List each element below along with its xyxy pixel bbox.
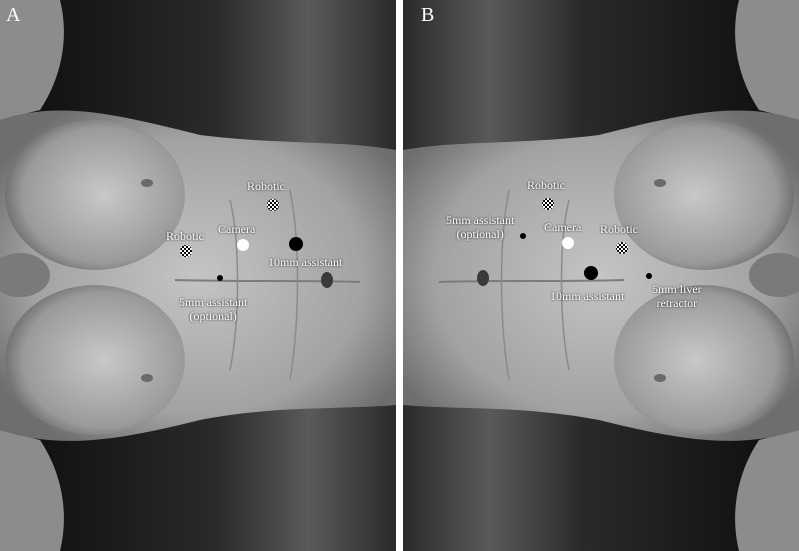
panel-divider bbox=[396, 0, 403, 551]
robotic-label: Robotic bbox=[247, 179, 285, 193]
assistant-5mm-port-icon bbox=[520, 233, 526, 239]
assistant-10mm-port-icon bbox=[584, 266, 598, 280]
panel-a: A Robotic Robotic Camera 10mm assistant … bbox=[0, 0, 396, 551]
robotic-port-icon bbox=[616, 242, 628, 254]
torso-illustration-a bbox=[0, 0, 396, 551]
camera-port-icon bbox=[562, 237, 574, 249]
liver-retractor-port-icon bbox=[646, 273, 652, 279]
camera-label: Camera bbox=[218, 222, 255, 236]
robotic-label: Robotic bbox=[600, 222, 638, 236]
assistant-5mm-port-icon bbox=[217, 275, 223, 281]
assistant-10mm-label: 10mm assistant bbox=[550, 289, 624, 303]
assistant-10mm-port-icon bbox=[289, 237, 303, 251]
panel-letter: A bbox=[6, 4, 20, 27]
torso-illustration-b bbox=[403, 0, 799, 551]
assistant-10mm-label: 10mm assistant bbox=[268, 255, 342, 269]
robotic-label: Robotic bbox=[166, 229, 204, 243]
panel-b: B Robotic 5mm assistant (optional) Camer… bbox=[403, 0, 799, 551]
robotic-port-icon bbox=[542, 198, 554, 210]
liver-retractor-label: 5mm liver retractor bbox=[652, 282, 702, 310]
assistant-5mm-label: 5mm assistant (optional) bbox=[446, 213, 514, 241]
robotic-port-icon bbox=[180, 245, 192, 257]
robotic-label: Robotic bbox=[527, 178, 565, 192]
camera-port-icon bbox=[237, 239, 249, 251]
panel-letter: B bbox=[421, 4, 434, 27]
camera-label: Camera bbox=[544, 220, 581, 234]
robotic-port-icon bbox=[267, 199, 279, 211]
assistant-5mm-label: 5mm assistant (optional) bbox=[179, 295, 247, 323]
